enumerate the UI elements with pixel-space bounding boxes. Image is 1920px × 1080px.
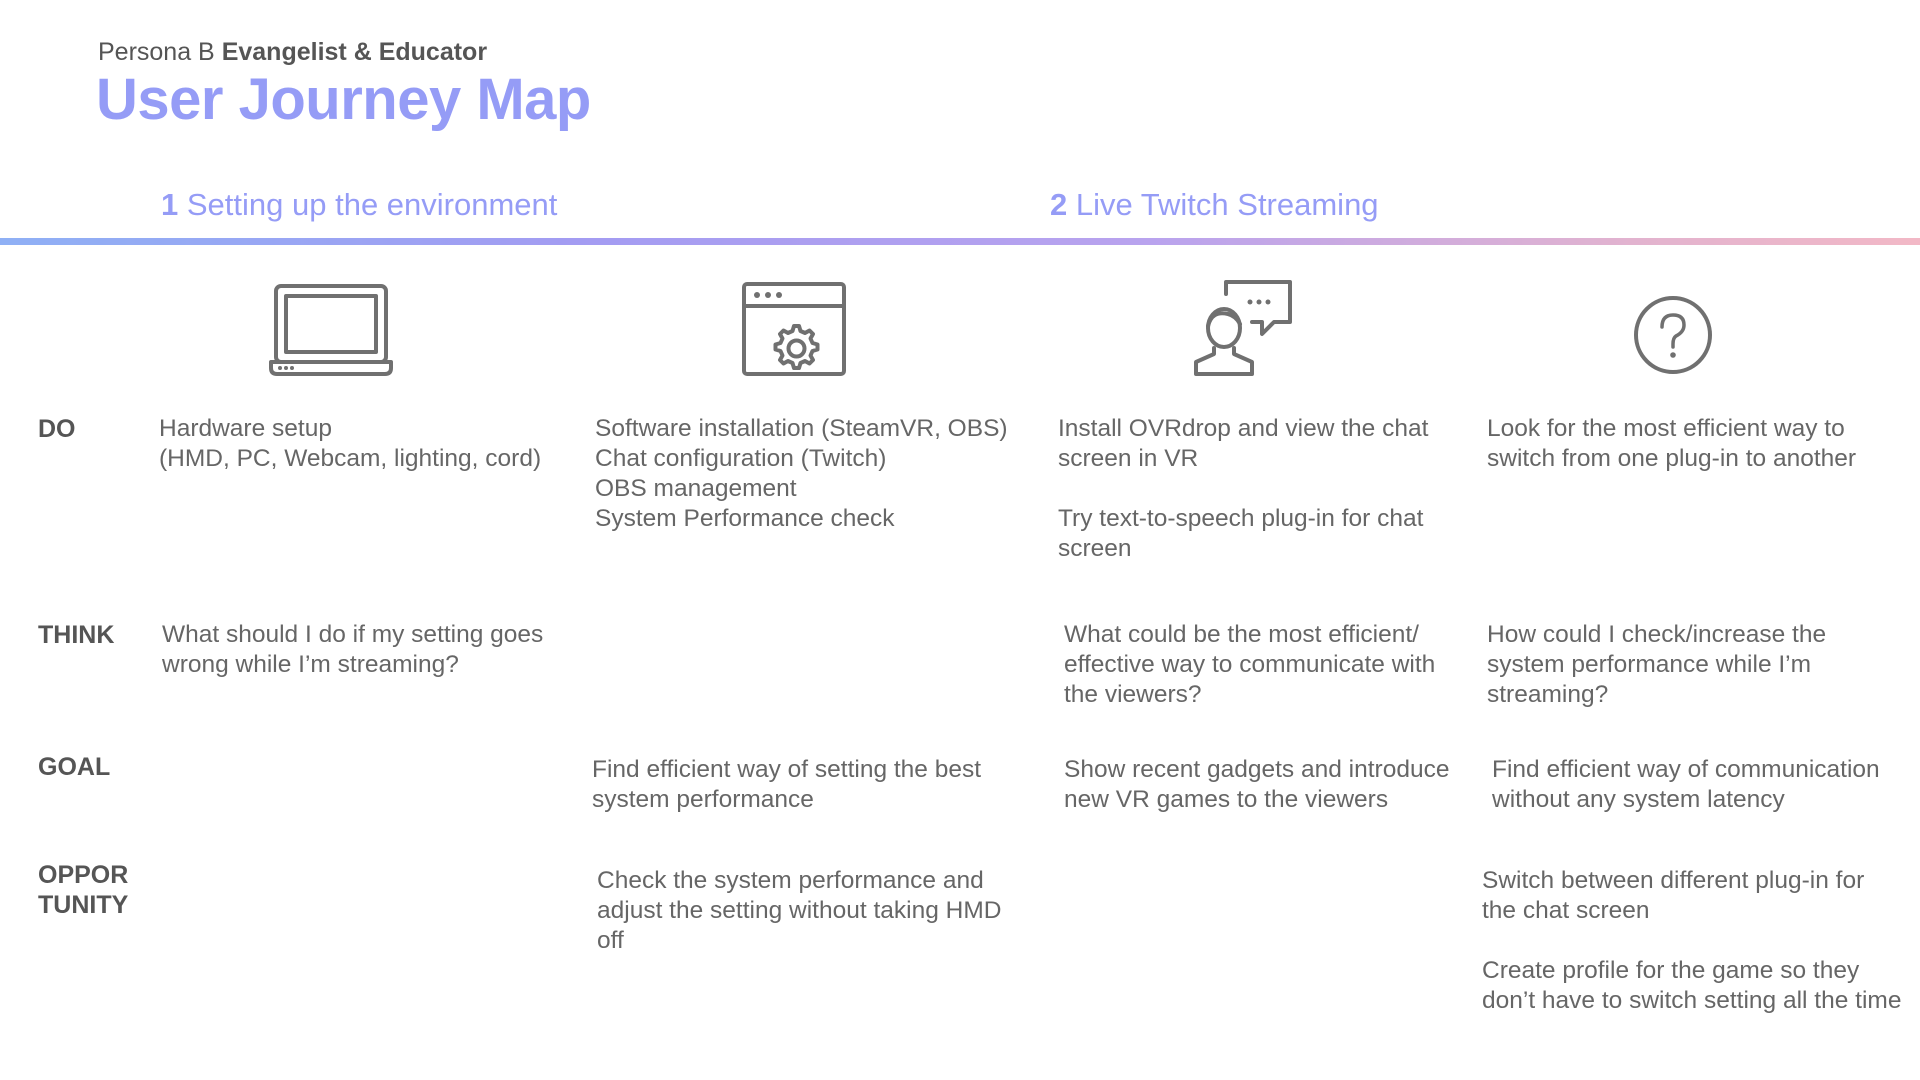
think-cell-setting-wrong: What should I do if my setting goes wron… bbox=[162, 621, 544, 678]
row-label-think: THINK bbox=[38, 621, 115, 649]
row-label-do: DO bbox=[38, 415, 76, 443]
timeline-bar bbox=[0, 238, 1920, 245]
user-chat-icon bbox=[1194, 280, 1292, 376]
do-cell-ovrdrop: Install OVRdrop and view the chat screen… bbox=[1058, 415, 1429, 562]
phase-label: Live Twitch Streaming bbox=[1075, 187, 1379, 222]
goal-cell-performance: Find efficient way of setting the best s… bbox=[592, 756, 982, 813]
phase-number: 2 bbox=[1050, 187, 1068, 222]
goal-cell-gadgets: Show recent gadgets and introduce new VR… bbox=[1064, 756, 1450, 813]
browser-settings-icon bbox=[742, 282, 846, 376]
do-cell-hardware: Hardware setup (HMD, PC, Webcam, lightin… bbox=[159, 415, 542, 472]
row-label-goal: GOAL bbox=[38, 753, 111, 781]
laptop-icon bbox=[269, 284, 393, 376]
opportunity-cell-plugin-profile: Switch between different plug-in for the… bbox=[1482, 867, 1902, 1014]
phase-label: Setting up the environment bbox=[186, 187, 558, 222]
do-cell-software: Software installation (SteamVR, OBS) Cha… bbox=[595, 415, 1008, 532]
page-title: User Journey Map bbox=[96, 67, 591, 132]
persona-line: Persona B Evangelist & Educator bbox=[98, 38, 487, 67]
phase-streaming: 2 Live Twitch Streaming bbox=[1050, 187, 1379, 223]
phase-setup: 1 Setting up the environment bbox=[161, 187, 557, 223]
row-label-opportunity: OPPOR TUNITY bbox=[38, 861, 129, 919]
think-cell-performance: How could I check/increase the system pe… bbox=[1487, 621, 1827, 708]
goal-cell-communication: Find efficient way of communication with… bbox=[1492, 756, 1880, 813]
do-cell-plugin-switch: Look for the most efficient way to switc… bbox=[1487, 415, 1857, 472]
persona-name: Evangelist & Educator bbox=[221, 38, 488, 66]
opportunity-cell-performance-check: Check the system performance and adjust … bbox=[597, 867, 1002, 954]
think-cell-communicate: What could be the most efficient/ effect… bbox=[1064, 621, 1436, 708]
persona-prefix: Persona B bbox=[98, 38, 215, 66]
phase-number: 1 bbox=[161, 187, 179, 222]
question-icon bbox=[1634, 296, 1712, 374]
